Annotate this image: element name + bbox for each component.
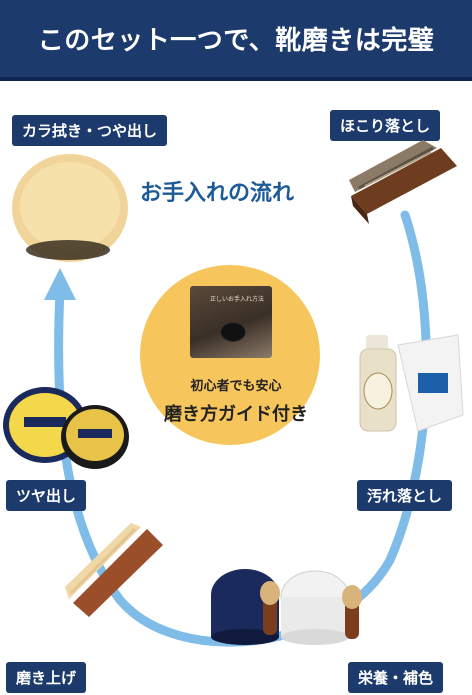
flow-arrowhead: [44, 268, 76, 300]
guide-included-text: 磨き方ガイド付き: [164, 404, 308, 425]
horsehair-brush-image: [349, 140, 457, 224]
step-label-nourish-color: 栄養・補色: [348, 662, 444, 693]
step-label-buff-shine: カラ拭き・つや出し: [12, 115, 168, 146]
wax-tins-image: [3, 387, 129, 469]
step-label-dust-removal: ほこり落とし: [330, 110, 441, 141]
cleaning-lotion-image: [359, 334, 464, 432]
step-label-dirt-removal: 汚れ落とし: [357, 480, 453, 511]
guide-booklet-image: 正しいお手入れ方法: [190, 286, 272, 358]
header-banner: このセット一つで、靴磨きは完璧: [0, 0, 472, 77]
beginner-safe-text: 初心者でも安心: [190, 379, 282, 394]
step-label-gloss: ツヤ出し: [6, 480, 87, 511]
header-underline: [0, 77, 472, 81]
sheepskin-mitt-image: [12, 154, 128, 262]
step-label-polish: 磨き上げ: [6, 662, 87, 693]
flow-title: お手入れの流れ: [140, 181, 295, 206]
header-title: このセット一つで、靴磨きは完璧: [37, 26, 435, 56]
booklet-tin-icon: [220, 322, 246, 342]
cream-jars-image: [211, 569, 362, 645]
bristle-brush-image: [65, 523, 163, 617]
booklet-title: 正しいお手入れ方法: [209, 296, 264, 303]
